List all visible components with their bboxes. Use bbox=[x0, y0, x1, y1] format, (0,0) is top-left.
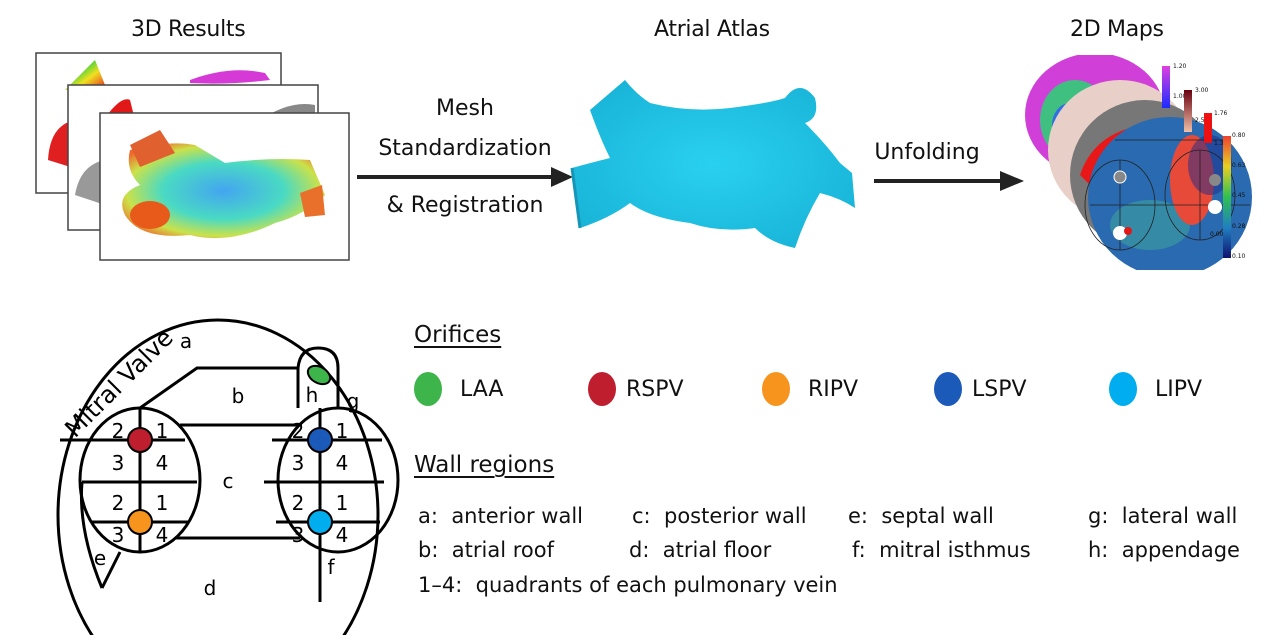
orifices-heading: Orifices bbox=[414, 322, 502, 348]
ripv-dot-icon bbox=[762, 372, 790, 406]
3d-results-title: 3D Results bbox=[131, 17, 246, 42]
quadrant-label: 4 bbox=[156, 523, 169, 547]
lspv-dot-icon bbox=[934, 372, 962, 406]
quadrant-label: 3 bbox=[112, 523, 125, 547]
legend-item-rspv: RSPV bbox=[588, 372, 684, 406]
region-e: e bbox=[94, 546, 106, 570]
2d-maps-title: 2D Maps bbox=[1070, 17, 1164, 42]
quadrant-label: 4 bbox=[336, 451, 349, 475]
colorbar-2-max: 3.00 bbox=[1195, 87, 1209, 94]
colorbar-4-tick: 0.10 bbox=[1232, 253, 1246, 260]
quadrants-note: 1–4: quadrants of each pulmonary vein bbox=[418, 573, 838, 597]
quadrant-label: 3 bbox=[292, 523, 305, 547]
colorbar-4-tick: 0.45 bbox=[1232, 192, 1246, 199]
legend-item-ripv: RIPV bbox=[762, 372, 858, 406]
legend-item-lipv: LIPV bbox=[1109, 372, 1202, 406]
step1-line1: Mesh bbox=[436, 96, 494, 121]
rspv-orifice bbox=[127, 427, 153, 453]
laa-dot-icon bbox=[414, 372, 442, 406]
colorbar-3-max: 1.76 bbox=[1214, 110, 1228, 117]
legend-label: LIPV bbox=[1155, 376, 1203, 402]
colorbar-3-min: 1.32 bbox=[1214, 140, 1228, 147]
quadrant-label: 1 bbox=[156, 491, 169, 515]
legend-label: RSPV bbox=[626, 376, 684, 402]
quadrant-label: 2 bbox=[292, 491, 305, 515]
quadrant-label: 4 bbox=[156, 451, 169, 475]
legend-label: LSPV bbox=[972, 376, 1027, 402]
wall-item-g: g: lateral wall bbox=[1088, 504, 1238, 528]
colorbar-4 bbox=[1223, 136, 1231, 258]
laa-orifice bbox=[306, 364, 332, 386]
map-disc-4 bbox=[1084, 117, 1252, 270]
legend-item-lspv: LSPV bbox=[934, 372, 1027, 406]
quadrant-label: 1 bbox=[336, 419, 349, 443]
registration-arrow bbox=[357, 167, 573, 187]
quadrant-label: 1 bbox=[336, 491, 349, 515]
region-f: f bbox=[327, 555, 335, 579]
region-b: b bbox=[232, 384, 245, 408]
2d-maps-stack bbox=[1025, 55, 1252, 270]
atrial-atlas-title: Atrial Atlas bbox=[654, 17, 770, 42]
lspv-orifice bbox=[307, 427, 333, 453]
wall-item-c: c: posterior wall bbox=[632, 504, 807, 528]
lipv-orifice bbox=[307, 509, 333, 535]
map-inline-label: 0.00 bbox=[1210, 231, 1224, 238]
colorbar-4-tick: 0.63 bbox=[1232, 162, 1246, 169]
colorbar-2 bbox=[1184, 90, 1192, 132]
step1-line3: & Registration bbox=[386, 193, 544, 218]
quadrant-label: 2 bbox=[112, 419, 125, 443]
wall-item-a: a: anterior wall bbox=[418, 504, 583, 528]
atrial-atlas-mesh bbox=[570, 80, 855, 248]
region-a: a bbox=[180, 329, 192, 353]
region-d: d bbox=[204, 576, 217, 600]
colorbar-4-tick: 0.28 bbox=[1232, 223, 1246, 230]
quadrant-label: 2 bbox=[112, 491, 125, 515]
legend-item-laa: LAA bbox=[414, 372, 503, 406]
wall-item-b: b: atrial roof bbox=[418, 538, 554, 562]
wall-item-f: f: mitral isthmus bbox=[852, 538, 1031, 562]
wall-item-h: h: appendage bbox=[1088, 538, 1240, 562]
colorbar-1 bbox=[1162, 66, 1170, 108]
3d-results-stack bbox=[35, 52, 350, 261]
region-g: g bbox=[347, 389, 360, 413]
lipv-dot-icon bbox=[1109, 372, 1137, 406]
colorbar-2-mid: 2.50 bbox=[1195, 117, 1209, 124]
quadrant-label: 4 bbox=[336, 523, 349, 547]
unfolding-arrow bbox=[874, 171, 1024, 191]
quadrant-label: 3 bbox=[292, 451, 305, 475]
wall-regions-heading: Wall regions bbox=[414, 452, 555, 478]
colorbar-1-mid: 1.00 bbox=[1173, 93, 1187, 100]
ripv-orifice bbox=[127, 509, 153, 535]
wall-item-e: e: septal wall bbox=[848, 504, 994, 528]
outer-disc bbox=[56, 318, 380, 635]
region-c: c bbox=[223, 469, 234, 493]
result-frame-3 bbox=[99, 112, 350, 261]
orifices-legend: LAA RSPV RIPV LSPV LIPV bbox=[414, 372, 1274, 408]
step1-line2: Standardization bbox=[378, 136, 552, 161]
colorbar-4-tick: 0.80 bbox=[1232, 132, 1246, 139]
legend-label: LAA bbox=[460, 376, 504, 402]
quadrant-label: 3 bbox=[112, 451, 125, 475]
wall-item-d: d: atrial floor bbox=[629, 538, 772, 562]
legend-label: RIPV bbox=[808, 376, 859, 402]
quadrant-label: 2 bbox=[292, 419, 305, 443]
colorbar-1-max: 1.20 bbox=[1173, 63, 1187, 70]
quadrant-label: 1 bbox=[156, 419, 169, 443]
rspv-dot-icon bbox=[588, 372, 616, 406]
atrial-region-diagram: Mitral Valve a b c d e f g h 2 1 3 4 2 1… bbox=[56, 318, 400, 635]
region-h: h bbox=[306, 383, 319, 407]
colorbar-3 bbox=[1204, 113, 1212, 143]
unfolding-label: Unfolding bbox=[874, 140, 980, 165]
